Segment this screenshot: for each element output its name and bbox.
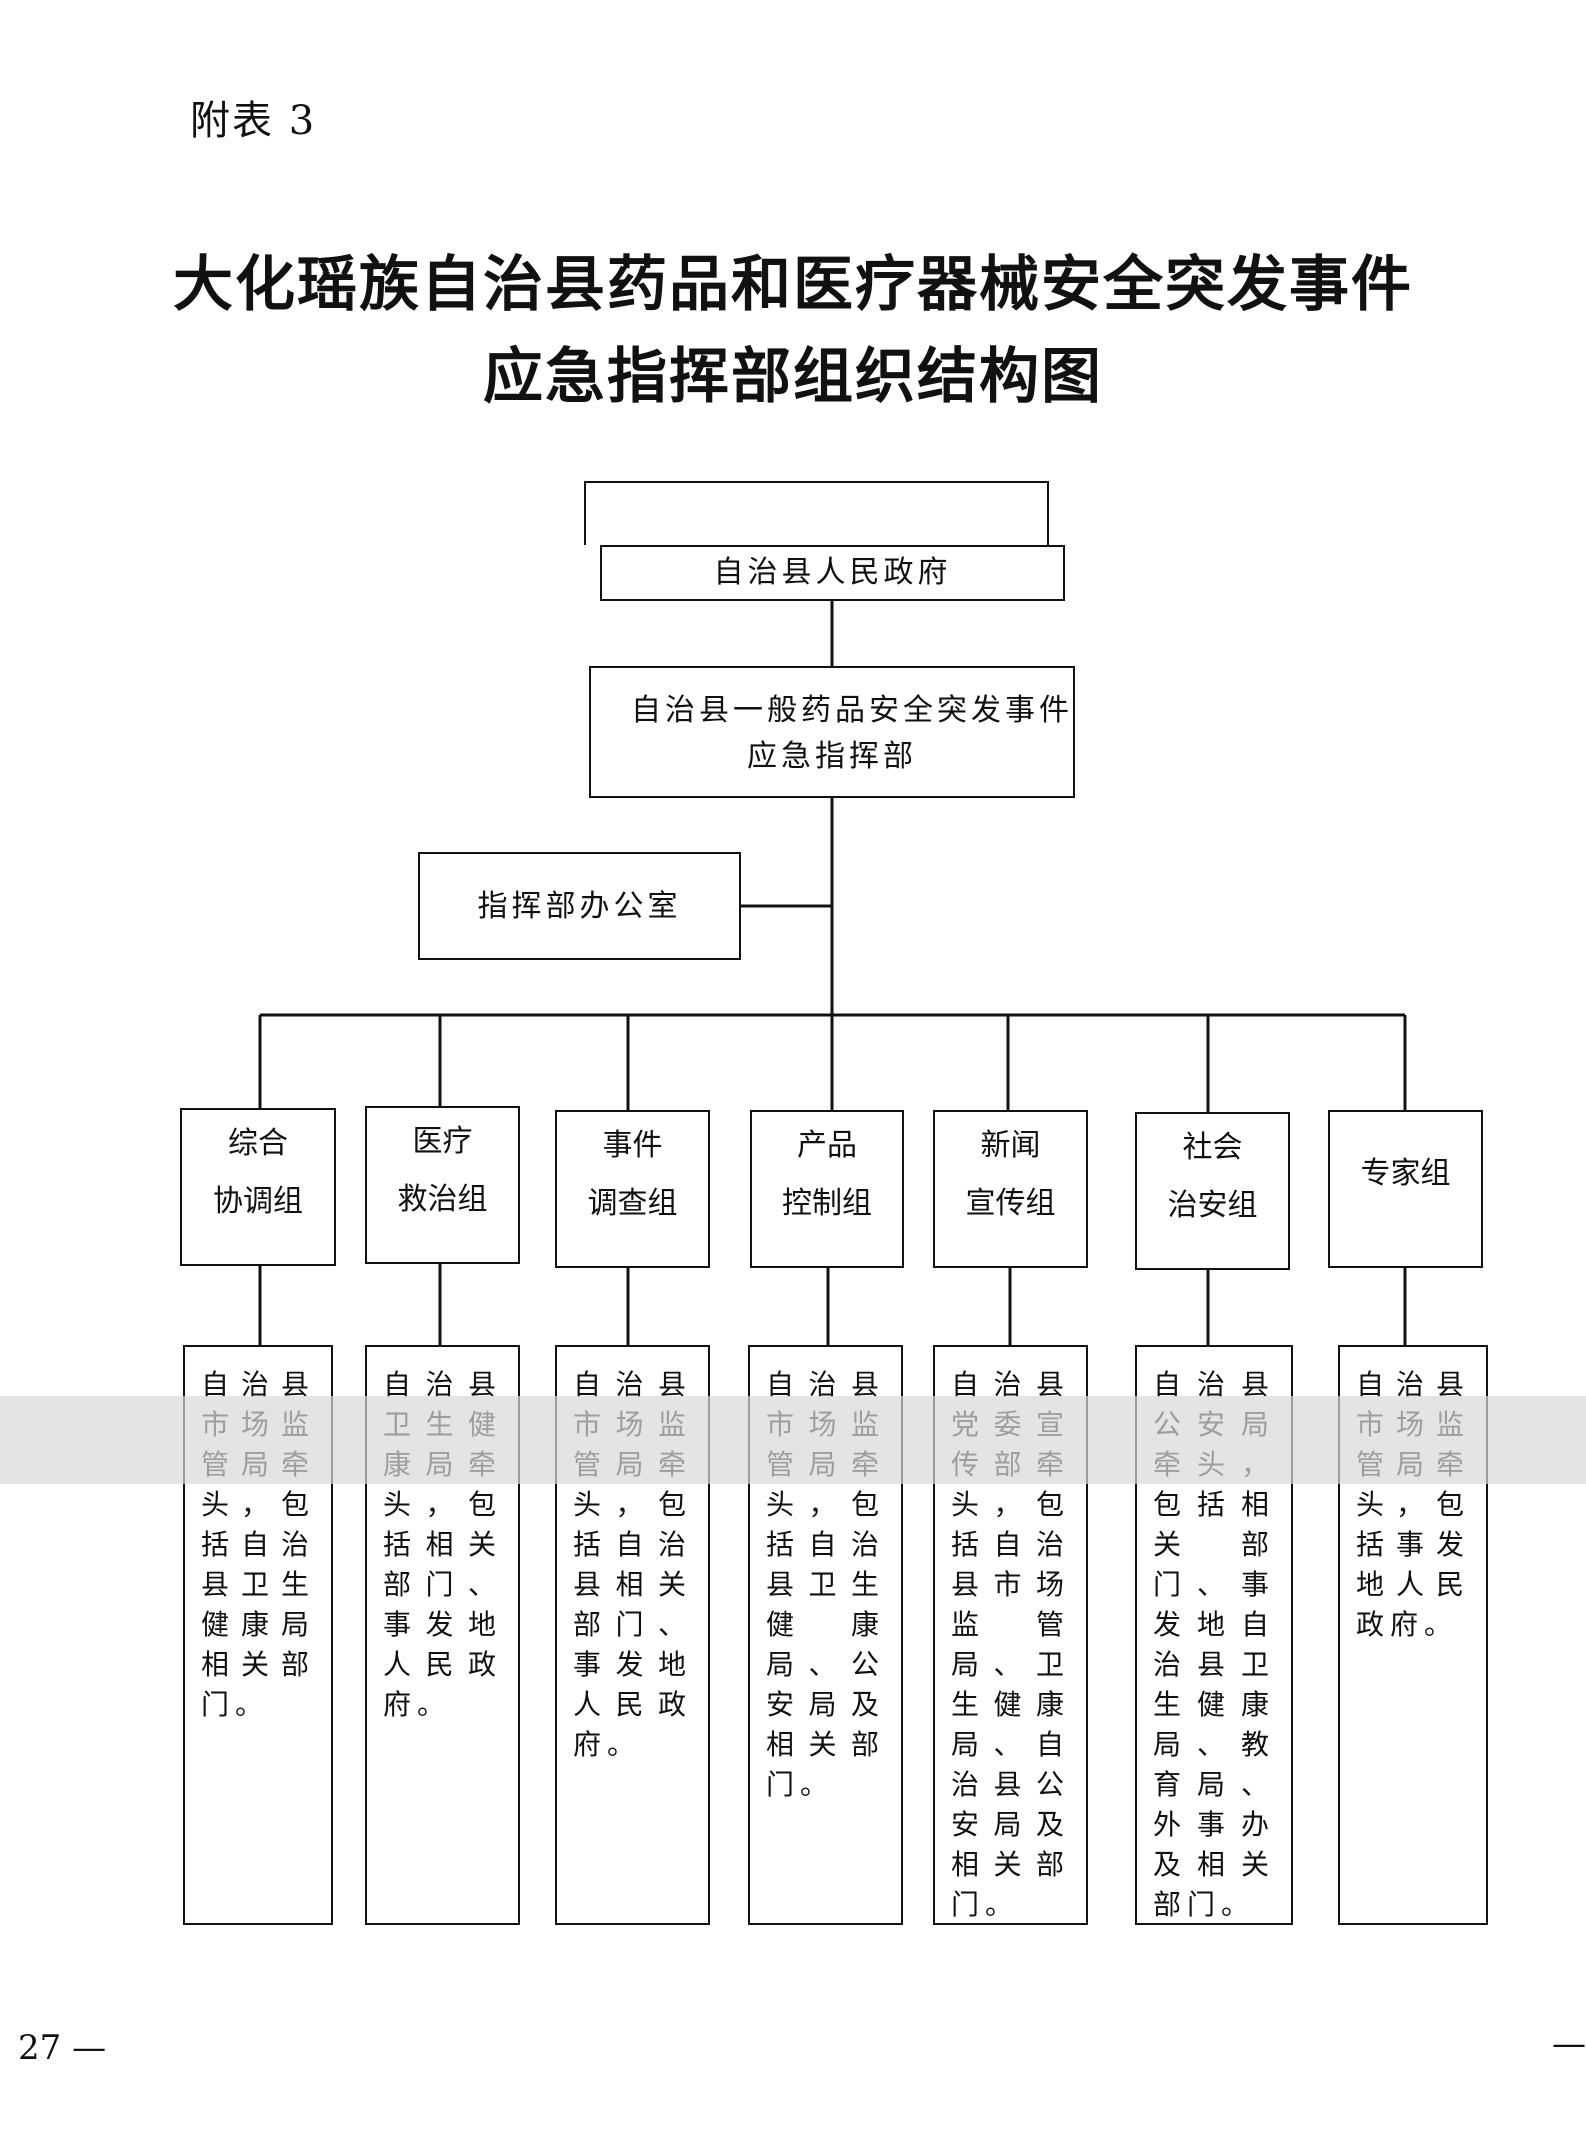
group-label-line2: 协调组 [213, 1184, 303, 1219]
group-box-7: 专家组 [1328, 1110, 1483, 1268]
government-outer-frame [584, 481, 1049, 545]
group-detail-box-6: 自治县公安局牵头，包括相关部门、事发地自治县卫生健康局、教育局、外事办及相关部门… [1135, 1345, 1293, 1925]
government-label: 自治县人民政府 [713, 555, 952, 590]
group-box-2: 医疗救治组 [365, 1106, 520, 1264]
office-node: 指挥部办公室 [418, 852, 741, 960]
group-label-line1: 新闻 [980, 1128, 1041, 1163]
command-label-line1: 自治县一般药品安全突发事件 [631, 693, 1073, 728]
group-label-line1: 产品 [797, 1128, 857, 1163]
group-label-line1: 综合 [228, 1126, 288, 1161]
group-box-1: 综合协调组 [180, 1108, 336, 1266]
page-title-line2: 应急指挥部组织结构图 [483, 342, 1103, 412]
group-label-line2: 救治组 [397, 1182, 488, 1217]
scan-overlay-band [0, 1396, 1586, 1484]
group-label-line2: 宣传组 [965, 1186, 1056, 1221]
command-node: 自治县一般药品安全突发事件 应急指挥部 [589, 666, 1075, 798]
group-detail-text: 自治县市场监管局牵头，包括自治县卫生健康局、公安局及相关部门。 [766, 1368, 885, 1801]
group-label-line1: 医疗 [412, 1124, 473, 1159]
group-box-4: 产品控制组 [750, 1110, 904, 1268]
government-node: 自治县人民政府 [600, 545, 1065, 601]
command-label-line2: 应急指挥部 [747, 739, 917, 774]
group-label-line2: 控制组 [782, 1186, 872, 1221]
group-label-line1: 事件 [602, 1128, 663, 1163]
page-number: 27 — [18, 2028, 107, 2068]
group-box-6: 社会治安组 [1135, 1112, 1290, 1270]
group-label-line2: 专家组 [1360, 1156, 1451, 1191]
group-label-line1: 社会 [1182, 1130, 1243, 1165]
right-margin-mark: — [1552, 2024, 1586, 2064]
group-label-line2: 治安组 [1167, 1188, 1258, 1223]
office-label: 指挥部办公室 [477, 889, 682, 924]
group-label-line2: 调查组 [587, 1186, 678, 1221]
group-box-3: 事件调查组 [555, 1110, 710, 1268]
page-title-line1: 大化瑶族自治县药品和医疗器械安全突发事件 [173, 250, 1413, 320]
group-box-5: 新闻宣传组 [933, 1110, 1088, 1268]
group-detail-text: 自治县公安局牵头，包括相关部门、事发地自治县卫生健康局、教育局、外事办及相关部门… [1153, 1368, 1275, 1921]
attachment-label: 附表 3 [190, 98, 317, 144]
